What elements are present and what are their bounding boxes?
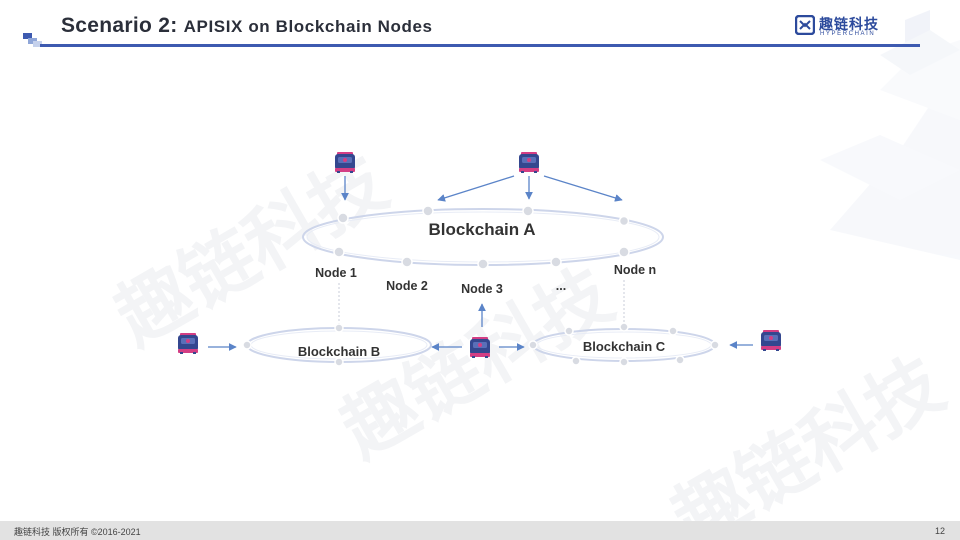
node-label-n: Node n [614,263,656,277]
title-main: Scenario 2: [61,14,178,37]
footer: 趣链科技 版权所有 ©2016-2021 12 [0,521,960,540]
slide-title: Scenario 2: APISIX on Blockchain Nodes [61,14,433,38]
node-label-2: Node 2 [386,279,428,293]
node-label-ellipsis: ... [556,279,566,293]
logo-subtitle: HYPERCHAIN [820,31,876,37]
logo-name: 趣链科技 [819,17,879,33]
node-connectors [338,280,625,327]
arrow-server2-to-node-left [437,175,515,202]
node-dots [242,205,720,367]
footer-copyright: 趣链科技 版权所有 ©2016-2021 [14,527,141,537]
page-number: 12 [934,526,945,536]
hyperchain-logo-icon [795,15,815,35]
title-rule [40,44,920,47]
server-icons [178,152,781,358]
server-icon [335,152,355,173]
chain-c-label: Blockchain C [583,339,666,354]
node-label-3: Node 3 [461,282,503,296]
brand-logo: 趣链科技 HYPERCHAIN [795,14,905,40]
arrows [208,175,753,351]
server-icon [470,337,490,358]
server-icon [178,333,198,354]
corner-panels [820,10,960,260]
chain-a-label: Blockchain A [428,220,535,239]
arrow-server2-to-node-right [543,175,623,202]
chain-b-label: Blockchain B [298,344,380,359]
server-icon [519,152,539,173]
server-icon [761,330,781,351]
title-sub: APISIX on Blockchain Nodes [183,17,433,36]
node-label-1: Node 1 [315,266,357,280]
header-square-decoration [23,33,42,47]
